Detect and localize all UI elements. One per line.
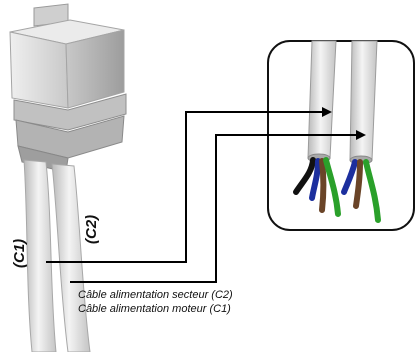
label-c1: (C1) bbox=[11, 239, 28, 268]
label-c2: (C2) bbox=[83, 215, 100, 244]
arrow-c1-connector bbox=[46, 107, 332, 263]
cables bbox=[23, 159, 91, 352]
junction-box bbox=[9, 3, 127, 173]
arrow-c2-connector bbox=[70, 130, 366, 283]
callout-arrows bbox=[46, 107, 366, 283]
caption-moteur: Câble alimentation moteur (C1) bbox=[78, 303, 231, 315]
caption-secteur: Câble alimentation secteur (C2) bbox=[78, 289, 233, 301]
